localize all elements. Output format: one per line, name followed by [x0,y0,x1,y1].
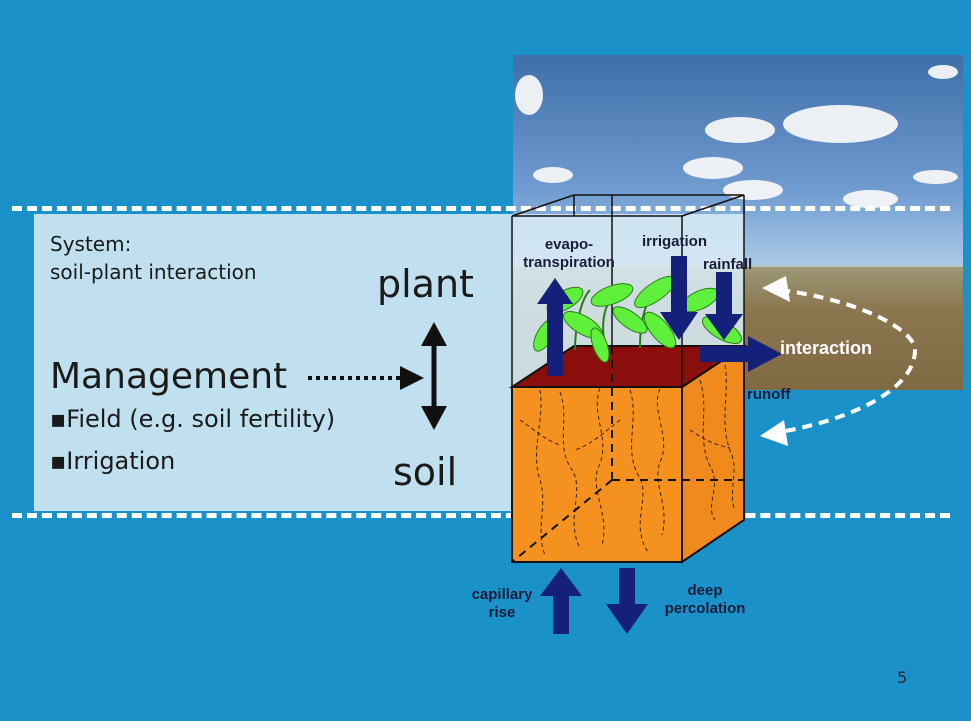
deep-percolation-label: deep percolation [664,582,746,617]
flow-arrows [537,256,782,634]
evapotranspiration-label: evapo- transpiration [523,236,615,271]
irrigation-arrow [660,256,698,340]
irrigation-label: irrigation [642,233,708,250]
management-arrow [308,366,424,390]
bullet-field: ▪Field (e.g. soil fertility) [50,405,336,433]
runoff-label: runoff [747,386,791,403]
rainfall-label: rainfall [703,256,753,273]
soil-label: soil [393,450,458,494]
deep-percolation-arrow [606,568,648,634]
system-subtitle: soil-plant interaction [50,260,257,284]
upper-boundary-line [12,206,950,211]
page-number: 5 [897,668,908,687]
interaction-label: interaction [780,338,873,358]
capillary-rise-arrow [540,568,582,634]
interaction-loop-arrow [760,276,918,446]
capillary-rise-label: capillary rise [471,586,533,621]
lower-boundary-line [12,513,950,518]
hidden-edges [511,346,744,563]
management-heading: Management [50,356,288,397]
system-title: System: [50,232,132,256]
soil-box-front [511,386,683,563]
plant-soil-double-arrow [421,322,447,430]
roots [519,364,736,556]
bullet-irrigation: ▪Irrigation [50,447,176,475]
rainfall-arrow [705,272,743,340]
runoff-arrow [700,336,782,372]
plant-label: plant [377,262,474,306]
evapotranspiration-arrow [537,278,573,376]
